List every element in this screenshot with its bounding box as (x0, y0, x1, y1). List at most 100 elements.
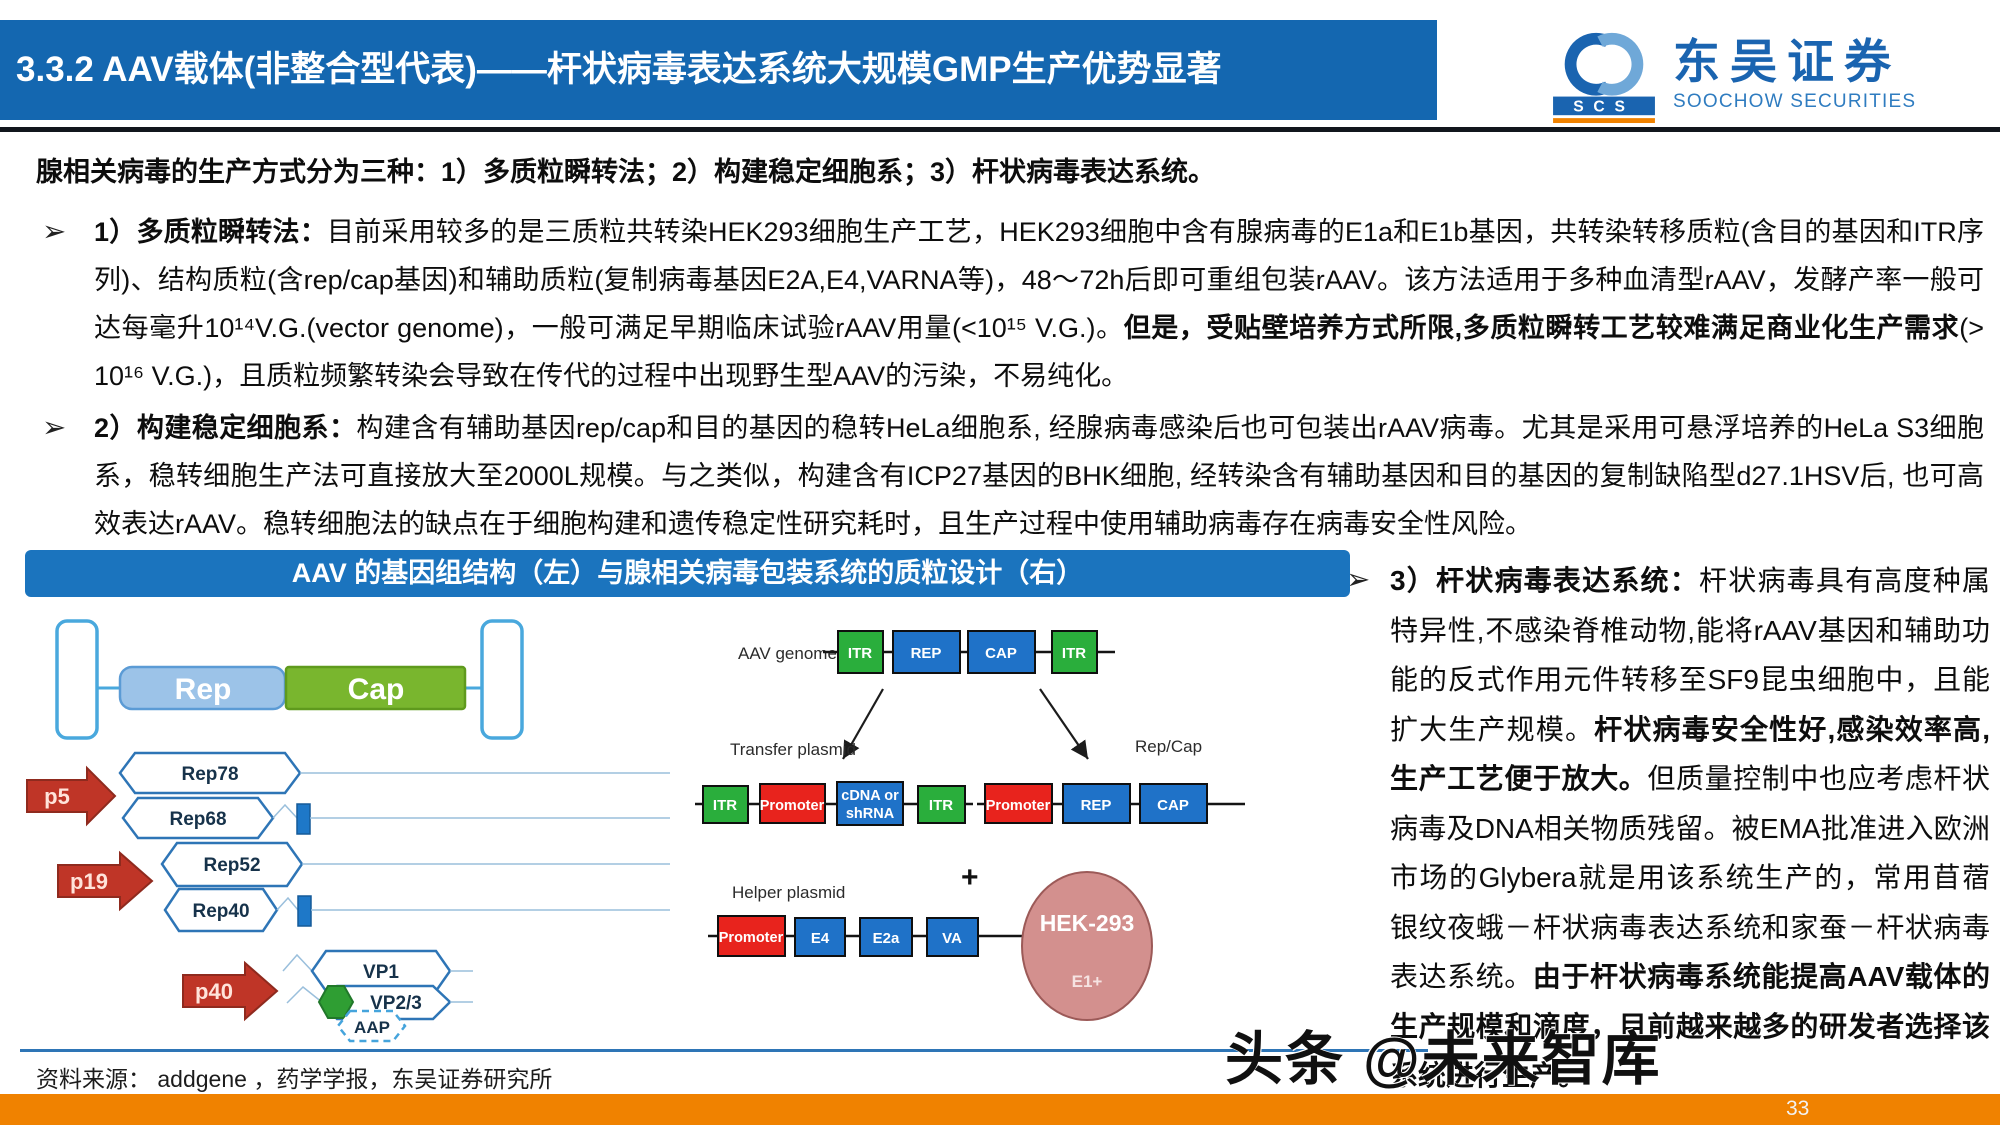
logo-abbr-bg (1553, 96, 1655, 116)
b1-text: 目前采用较多的是三质粒共转染HEK293细胞生产工艺，HEK293细胞中含有腺病… (94, 217, 1984, 343)
rep52-box (160, 841, 304, 888)
figure-panel: AAV 的基因组结构（左）与腺相关病毒包装系统的质粒设计（右） Rep Cap … (25, 550, 1350, 1053)
rep-box-genome (892, 630, 961, 674)
itr-label-3: ITR (713, 797, 737, 814)
rep68-intron (272, 803, 298, 819)
bullet-stable-cellline: ➢ 2）构建稳定细胞系：构建含有辅助基因rep/cap和目的基因的稳转HeLa细… (36, 404, 1984, 548)
bottom-bar (0, 1094, 2000, 1125)
hek293-label: HEK-293 (1040, 910, 1135, 936)
rep40-exon (297, 895, 312, 927)
footer-divider (20, 1049, 1428, 1052)
b3-text1: 杆状病毒具有高度种属特异性,不感染脊椎动物,能将rAAV基因和辅助功能的反式作用… (1390, 565, 1990, 745)
cdna-label-line2: shRNA (846, 806, 895, 822)
rep52-label: Rep52 (203, 855, 260, 876)
rep40-intron (276, 896, 299, 911)
p40-label: p40 (195, 979, 233, 1004)
aap-label: AAP (354, 1018, 390, 1037)
b2-text: 构建含有辅助基因rep/cap和目的基因的稳转HeLa细胞系, 经腺病毒感染后也… (94, 413, 1984, 539)
logo-abbr: SCS (1573, 98, 1635, 115)
e2a-box (859, 917, 913, 957)
rep40-box (163, 887, 279, 933)
b3-heading: 3）杆状病毒表达系统： (1390, 565, 1699, 596)
b2-heading: 2）构建稳定细胞系： (94, 413, 357, 443)
bullet-marker: ➢ (1346, 564, 1371, 596)
b1-tail: (> 10¹⁶ V.G.)，且质粒频繁转染会导致在传代的过程中出现野生型AAV的… (94, 313, 1984, 391)
vp1-intron (282, 953, 313, 972)
logo-cn-name: 东吴证券 (1673, 35, 1901, 88)
rep40-label: Rep40 (192, 901, 249, 922)
rep-box-plasmid (1062, 783, 1131, 824)
e1-label: E1+ (1072, 972, 1103, 991)
p19-label: p19 (70, 869, 108, 894)
plus-sign: + (961, 861, 979, 894)
b3-bold2: 由于杆状病毒系统能提高AAV载体的生产规模和滴度，目前越来越多的研发者选择该系统… (1390, 961, 1990, 1091)
promoter-box-2 (984, 783, 1053, 824)
figure-diagram: Rep Cap p5 Rep78 Rep68 p19 Rep52 (26, 619, 1245, 1043)
arrow-to-repcap (1039, 688, 1089, 760)
figure-title: AAV 的基因组结构（左）与腺相关病毒包装系统的质粒设计（右） (25, 550, 1350, 597)
rep68-exon (296, 803, 311, 835)
itr-box-4 (917, 785, 966, 824)
bullet-marker: ➢ (42, 216, 67, 248)
bullet-marker: ➢ (42, 412, 67, 444)
soochow-logo-icon: SCS (1553, 32, 1655, 124)
brand-logo: SCS 东吴证券 SOOCHOW SECURITIES (1545, 28, 1990, 124)
cap-label-genome: CAP (985, 645, 1017, 662)
page-title: 3.3.2 AAV载体(非整合型代表)——杆状病毒表达系统大规模GMP生产优势显… (16, 50, 1222, 89)
rep78-label: Rep78 (181, 764, 238, 785)
header-divider (0, 127, 2000, 132)
b1-heading: 1）多质粒瞬转法： (94, 217, 327, 247)
watermark: 头条 @未来智库 (1225, 1027, 1662, 1092)
bullet-plasmid-transfection: ➢ 1）多质粒瞬转法：目前采用较多的是三质粒共转染HEK293细胞生产工艺，HE… (36, 208, 1984, 400)
bullet-baculovirus: ➢ 3）杆状病毒表达系统：杆状病毒具有高度种属特异性,不感染脊椎动物,能将rAA… (1340, 556, 1990, 1101)
itr-bracket-left (55, 619, 99, 740)
e2a-label: E2a (873, 930, 900, 947)
va-label: VA (942, 930, 962, 947)
transfer-plasmid-label: Transfer plasmid (730, 740, 856, 759)
promoter-label-3: Promoter (719, 930, 784, 946)
rep68-box (121, 796, 275, 840)
p40-arrow (182, 960, 279, 1022)
b1-bold: 但是，受贴壁培养方式所限,多质粒瞬转工艺较难满足商业化生产需求 (1123, 313, 1960, 343)
vp23-intron (286, 985, 324, 1004)
cap-box-plasmid (1139, 783, 1208, 824)
logo-text: 东吴证券 SOOCHOW SECURITIES (1673, 28, 1916, 113)
promoter-box-1 (759, 783, 826, 824)
cap-gene-box (284, 665, 467, 711)
source-note: 资料来源： addgene ，药学学报，东吴证券研究所 (36, 1066, 553, 1092)
b3-text2: 但质量控制中也应考虑杆状病毒及DNA相关物质残留。被EMA批准进入欧洲市场的Gl… (1390, 763, 1990, 992)
arrow-to-transfer (842, 688, 884, 760)
hek293-cell (1021, 871, 1153, 1021)
itr-bracket-right (480, 619, 524, 740)
logo-en-name: SOOCHOW SECURITIES (1673, 91, 1917, 112)
helper-plasmid-label: Helper plasmid (732, 883, 845, 902)
rep-label-genome: REP (911, 645, 942, 662)
rep68-label: Rep68 (169, 809, 226, 830)
p5-arrow (26, 765, 117, 827)
repcap-label: Rep/Cap (1135, 737, 1202, 756)
promoter-label-1: Promoter (760, 798, 825, 814)
promoter-box-3 (717, 915, 786, 957)
logo-orange-rule (1553, 118, 1655, 124)
p19-arrow (57, 850, 154, 912)
cap-box-genome (967, 630, 1036, 674)
va-box (926, 917, 979, 957)
itr-box-2 (1051, 630, 1098, 674)
rep78-box (118, 751, 302, 795)
itr-label-1: ITR (848, 645, 872, 662)
aap-box (336, 1009, 407, 1043)
logo-loop-light (1597, 32, 1644, 96)
p5-label: p5 (44, 784, 70, 809)
itr-label-2: ITR (1062, 645, 1086, 662)
cdna-label-line1: cDNA or (841, 788, 899, 804)
vp23-start-hexagon (317, 985, 355, 1019)
cap-gene-label: Cap (348, 673, 405, 706)
e4-label: E4 (811, 930, 830, 947)
cdna-box (836, 781, 904, 826)
itr-box-3 (702, 785, 749, 824)
b3-bold1: 杆状病毒安全性好,感染效率高,生产工艺便于放大。 (1390, 713, 1990, 795)
itr-box-1 (837, 630, 884, 674)
vp1-label: VP1 (363, 962, 399, 983)
itr-label-4: ITR (929, 797, 953, 814)
